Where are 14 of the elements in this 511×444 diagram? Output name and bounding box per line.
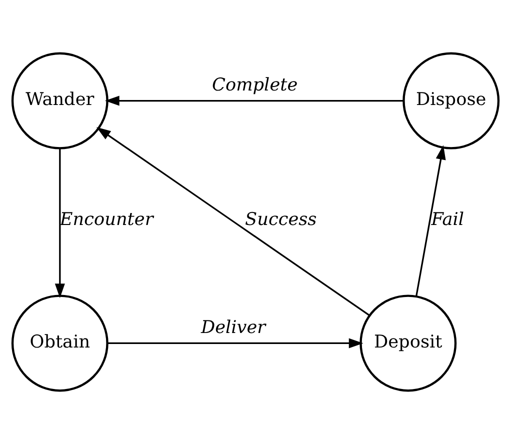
arrow [415, 145, 446, 297]
node-circle: Deposit [360, 294, 457, 392]
edge-label: Deliver [200, 318, 266, 338]
arrow [104, 96, 404, 106]
arrow [96, 127, 370, 316]
arrow [108, 338, 364, 348]
edge-label: Encounter [60, 210, 154, 230]
edge-label: Complete [212, 76, 298, 96]
edge-label: Success [245, 210, 317, 230]
node-circle: Wander [11, 52, 108, 150]
arrow [54, 148, 65, 298]
node-circle: Dispose [402, 52, 500, 150]
edge-label: Fail [431, 210, 464, 230]
node-circle: Obtain [11, 294, 108, 392]
